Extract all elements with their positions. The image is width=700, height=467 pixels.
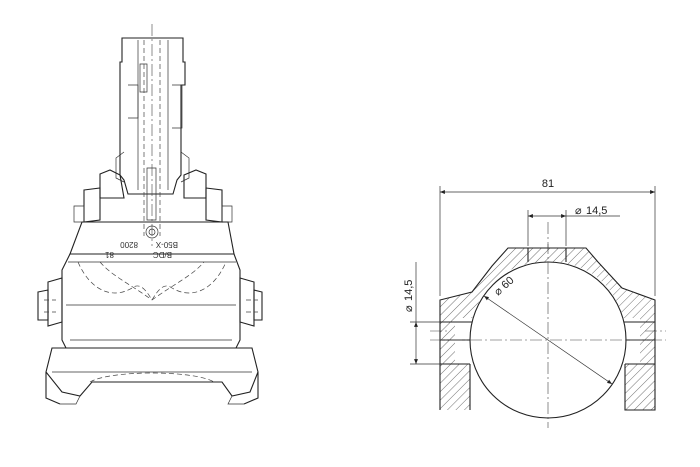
- bolt-hole: [145, 225, 159, 239]
- stem: [115, 24, 190, 246]
- top-bore-label: 14,5: [586, 205, 607, 217]
- engraving-line2: B50-X: [155, 240, 178, 249]
- side-ears: [37, 277, 263, 327]
- side-height-diameter-symbol: ⌀: [403, 305, 415, 312]
- shoulders: [73, 169, 233, 223]
- side-height-label: 14,5: [403, 280, 415, 301]
- main-body: [61, 253, 241, 349]
- base-saddle: [45, 347, 259, 405]
- section-view: 81 ⌀ 14,5 ⌀ 14,5 ⌀ 60: [403, 178, 666, 428]
- front-view: B/DC 81 B50-X 8200: [37, 24, 263, 405]
- engraving-line3: 8200: [120, 240, 138, 249]
- section-hatch: [440, 322, 470, 410]
- overall-width-label: 81: [542, 178, 554, 190]
- top-bore-diameter-symbol: ⌀: [575, 205, 582, 217]
